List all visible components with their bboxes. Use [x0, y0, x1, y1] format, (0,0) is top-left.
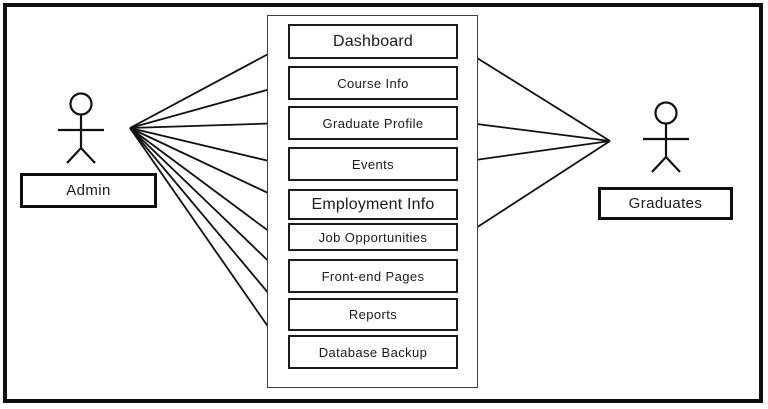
admin-actor-label-box: Admin: [20, 173, 157, 208]
use-case-events: Events: [288, 147, 458, 181]
use-case-database-backup: Database Backup: [288, 335, 458, 369]
use-case-front-end-pages: Front-end Pages: [288, 259, 458, 293]
use-case-graduate-profile: Graduate Profile: [288, 106, 458, 140]
graduates-actor-label-box: Graduates: [598, 187, 733, 220]
diagram-outer-frame: [3, 3, 763, 403]
use-case-dashboard: Dashboard: [288, 24, 458, 59]
graduates-actor-label: Graduates: [628, 195, 703, 212]
use-case-employment-info: Employment Info: [288, 189, 458, 220]
use-case-course-info: Course Info: [288, 66, 458, 100]
admin-actor-label: Admin: [66, 182, 111, 199]
use-case-reports: Reports: [288, 298, 458, 331]
use-case-job-opportunities: Job Opportunities: [288, 223, 458, 251]
